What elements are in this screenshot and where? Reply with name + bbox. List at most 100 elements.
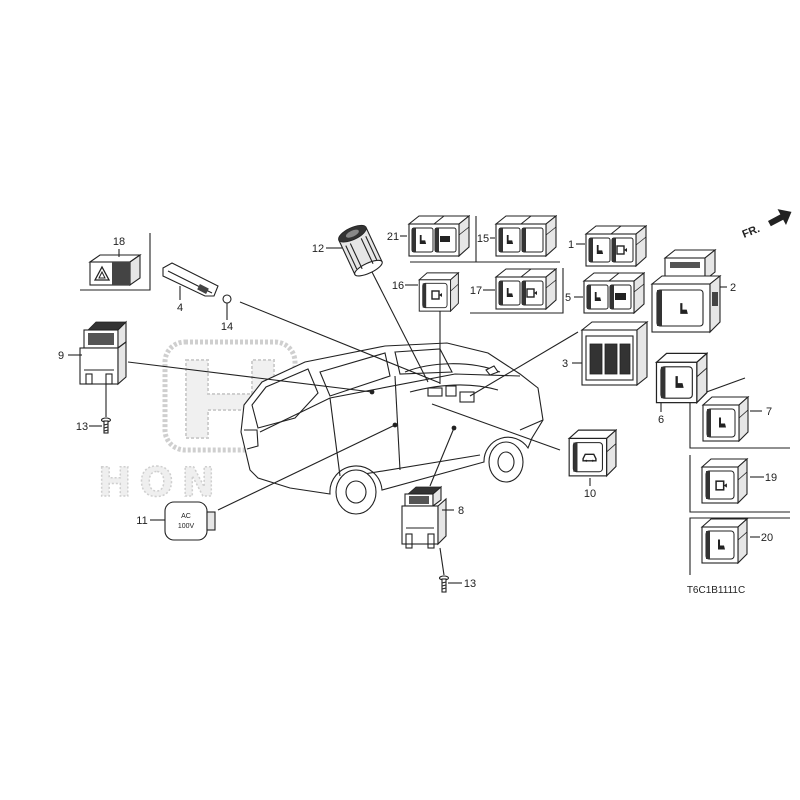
part-1-dual-switch bbox=[585, 225, 647, 267]
callout-15[interactable]: 15 bbox=[477, 233, 489, 245]
part-19-switch bbox=[701, 458, 748, 504]
van-rear-wheel-hub bbox=[345, 480, 367, 504]
leader-lines bbox=[127, 271, 579, 511]
callout-11[interactable]: 11 bbox=[136, 515, 147, 527]
part-15-dual-switch bbox=[495, 215, 557, 257]
callout-1[interactable]: 1 bbox=[568, 239, 574, 251]
unit-button bbox=[656, 289, 704, 327]
switch-icon bbox=[615, 293, 626, 300]
housing-tab bbox=[105, 373, 113, 385]
callout-19[interactable]: 19 bbox=[765, 472, 777, 484]
van-front-bumper bbox=[519, 419, 544, 431]
callout-9[interactable]: 9 bbox=[58, 350, 64, 362]
part-8-switch bbox=[401, 485, 447, 576]
bracket-19 bbox=[689, 455, 790, 513]
strip-connector bbox=[197, 284, 209, 294]
bracket-7 bbox=[689, 377, 790, 449]
callout-10[interactable]: 10 bbox=[584, 488, 596, 500]
callout-3[interactable]: 3 bbox=[562, 358, 568, 370]
leader-to-screw bbox=[439, 547, 445, 576]
part-2-switch-unit bbox=[650, 248, 722, 334]
strip-body bbox=[162, 262, 219, 297]
part-10-switch bbox=[568, 429, 617, 477]
callout-4[interactable]: 4 bbox=[177, 302, 183, 314]
screw-thread bbox=[441, 581, 447, 590]
unit-button-shade bbox=[657, 290, 662, 326]
leader-line bbox=[469, 331, 579, 397]
housing-tab bbox=[405, 533, 413, 549]
part-3-switch-panel bbox=[580, 320, 649, 387]
leader-line bbox=[431, 403, 561, 451]
van-rear-window bbox=[251, 368, 319, 429]
callout-12[interactable]: 12 bbox=[312, 243, 324, 255]
callout-20[interactable]: 20 bbox=[761, 532, 773, 544]
panel-side bbox=[636, 320, 648, 387]
panel-switch bbox=[604, 343, 618, 375]
callout-13-b[interactable]: 13 bbox=[464, 578, 476, 590]
van-console-switch bbox=[445, 385, 457, 397]
part-12-cylinder bbox=[338, 224, 383, 277]
panel-top bbox=[580, 321, 649, 331]
unit-connector bbox=[712, 292, 718, 306]
callout-14[interactable]: 14 bbox=[221, 321, 233, 333]
leader-dot bbox=[369, 389, 375, 395]
callout-17[interactable]: 17 bbox=[470, 285, 482, 297]
van-dashboard-lower bbox=[409, 384, 499, 393]
cylinder-ribs bbox=[345, 236, 378, 270]
outlet-label-ac: AC bbox=[181, 513, 191, 520]
callout-2[interactable]: 2 bbox=[730, 282, 736, 294]
cylinder-bottom bbox=[354, 259, 383, 277]
van-sliding-door-line bbox=[394, 375, 401, 471]
switch-dark-section bbox=[112, 262, 130, 285]
part-18-hazard-switch bbox=[88, 253, 142, 287]
leader-line bbox=[371, 271, 429, 383]
panel-switch bbox=[589, 343, 603, 375]
van-mirror bbox=[485, 365, 499, 376]
screw-thread bbox=[103, 423, 109, 432]
callout-8[interactable]: 8 bbox=[458, 505, 464, 517]
van-body bbox=[240, 342, 544, 495]
callout-18[interactable]: 18 bbox=[113, 236, 125, 248]
part-4-strip bbox=[162, 262, 219, 297]
callout-21[interactable]: 21 bbox=[387, 231, 399, 243]
callout-16[interactable]: 16 bbox=[392, 280, 404, 292]
panel-switch bbox=[619, 343, 631, 375]
callout-leaders bbox=[68, 235, 764, 584]
switch-housing-side bbox=[437, 497, 447, 546]
clip-head bbox=[222, 294, 232, 304]
part-17-dual-switch bbox=[495, 268, 557, 310]
callout-5[interactable]: 5 bbox=[565, 292, 571, 304]
van-rear-wheel bbox=[335, 469, 377, 515]
part-13-screw-b bbox=[438, 575, 450, 593]
front-indicator: FR. bbox=[741, 209, 792, 241]
bracket-lines bbox=[80, 216, 790, 575]
outlet-label-voltage: 100V bbox=[178, 523, 195, 530]
callout-13[interactable]: 13 bbox=[76, 421, 88, 433]
unit-upper-slot bbox=[670, 262, 700, 268]
panel-bezel bbox=[585, 335, 634, 381]
van-front-wheel bbox=[488, 441, 524, 483]
leader-line bbox=[239, 301, 441, 384]
unit-lower-top bbox=[650, 275, 722, 285]
callout-6[interactable]: 6 bbox=[658, 414, 664, 426]
part-5-dual-switch bbox=[583, 272, 645, 314]
callout-7[interactable]: 7 bbox=[766, 406, 772, 418]
drawing-code: T6C1B1111C bbox=[687, 585, 745, 596]
part-13-screw bbox=[100, 417, 112, 434]
van-console-switch bbox=[427, 387, 443, 397]
leader-line bbox=[217, 424, 396, 511]
van-front-wheel-hub bbox=[497, 451, 515, 473]
van-door-line bbox=[329, 397, 341, 477]
part-11-ac-outlet: AC 100V bbox=[164, 501, 216, 541]
part-14-clip bbox=[222, 294, 232, 307]
watermark-text: HON bbox=[98, 460, 223, 506]
bracket-20 bbox=[689, 517, 790, 575]
switch-housing-side bbox=[117, 340, 127, 386]
switch-icon bbox=[440, 236, 450, 242]
part-20-switch bbox=[701, 518, 748, 564]
callout-labels: 18 4 14 9 13 11 12 21 15 1 2 16 17 5 3 6… bbox=[58, 231, 777, 590]
hazard-icon bbox=[93, 265, 111, 281]
leader-line bbox=[429, 427, 455, 487]
cylinder-center bbox=[345, 229, 359, 238]
